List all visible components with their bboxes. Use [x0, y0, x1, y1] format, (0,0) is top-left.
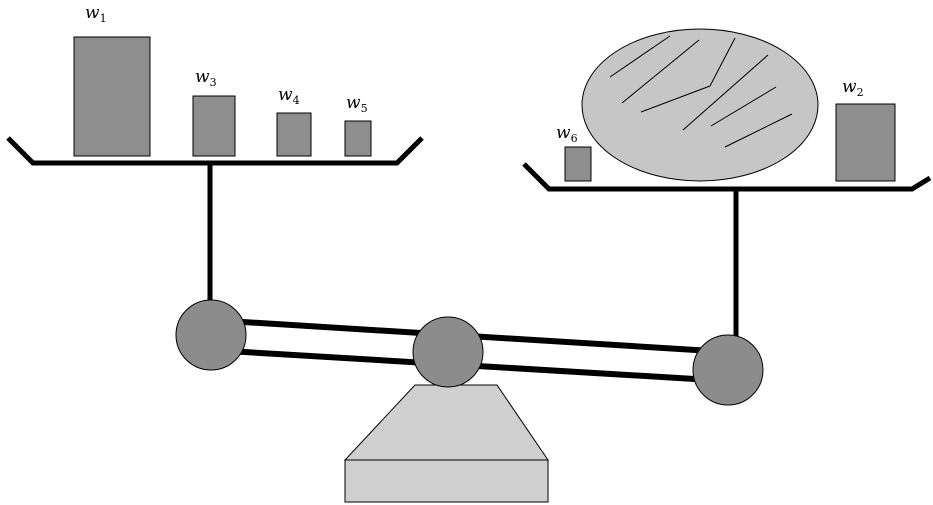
label-w2: w2	[842, 77, 864, 99]
weight-w6	[564, 146, 592, 182]
weight-w1	[73, 36, 151, 157]
right-pan	[522, 162, 932, 192]
scale-base	[343, 384, 549, 503]
weight-w2	[835, 103, 896, 182]
weight-w3	[192, 95, 236, 157]
weight-w4	[276, 112, 312, 157]
label-w1: w1	[85, 3, 107, 25]
base-trapezoid	[343, 384, 549, 461]
object-hatching	[609, 35, 793, 148]
unknown-object	[581, 28, 819, 182]
center-pivot-joint	[412, 316, 484, 388]
label-w3: w3	[195, 67, 217, 89]
unknown-object-ellipse	[581, 28, 819, 182]
base-block	[344, 459, 549, 503]
left-pivot-joint	[175, 299, 247, 371]
label-w4: w4	[278, 85, 300, 107]
left-pan	[6, 136, 424, 166]
label-w6: w6	[556, 123, 578, 145]
weight-w5	[344, 120, 372, 157]
right-pivot-joint	[692, 334, 764, 406]
label-w5: w5	[346, 93, 368, 115]
